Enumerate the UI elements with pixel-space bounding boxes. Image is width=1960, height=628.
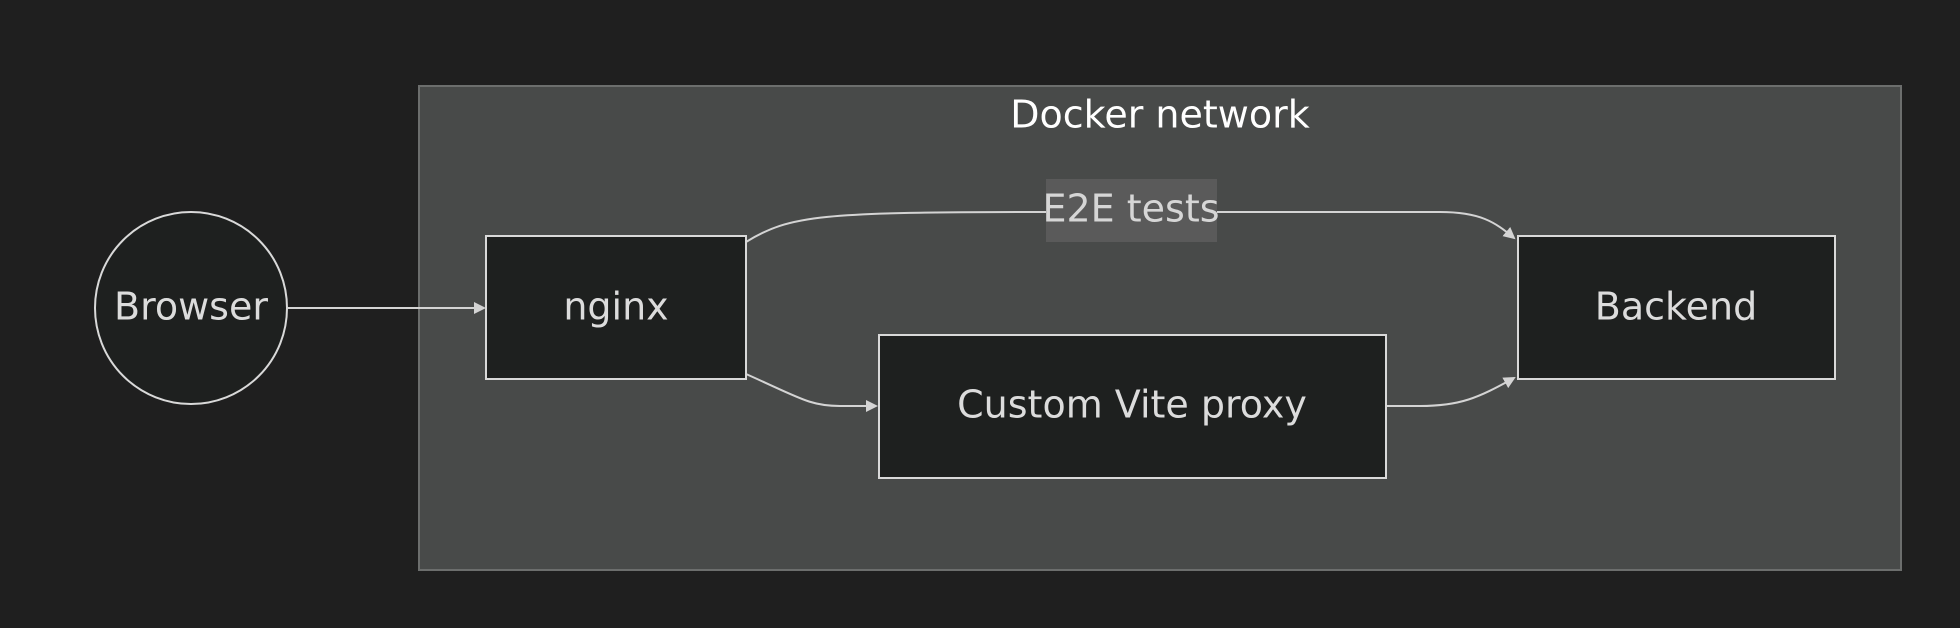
backend-node-shape: [1517, 235, 1836, 380]
edges: [288, 211, 1516, 412]
node-custom-vite-proxy[interactable]: Custom Vite proxy: [878, 334, 1387, 479]
cluster-title: Docker network: [1010, 93, 1309, 137]
backend-node-label: Backend: [1595, 285, 1757, 329]
vite-proxy-node-shape: [878, 334, 1387, 479]
browser-node-label: Browser: [114, 285, 268, 329]
edge-nginx-to-vite-proxy: [745, 373, 878, 412]
edge-nginx-to-backend: [745, 211, 1516, 243]
edge-vite-proxy-to-backend: [1386, 377, 1516, 407]
edge-label-e2e-tests: E2E tests: [1042, 179, 1220, 242]
node-nginx[interactable]: nginx: [485, 235, 747, 380]
edge-label-text: E2E tests: [1042, 187, 1219, 231]
edge-label-background: [1046, 179, 1217, 242]
node-backend[interactable]: Backend: [1517, 235, 1836, 380]
nginx-node-shape: [485, 235, 747, 380]
browser-node-shape: [94, 211, 288, 405]
nginx-node-label: nginx: [563, 285, 668, 329]
vite-proxy-node-label: Custom Vite proxy: [957, 383, 1307, 427]
node-browser[interactable]: Browser: [94, 211, 288, 405]
